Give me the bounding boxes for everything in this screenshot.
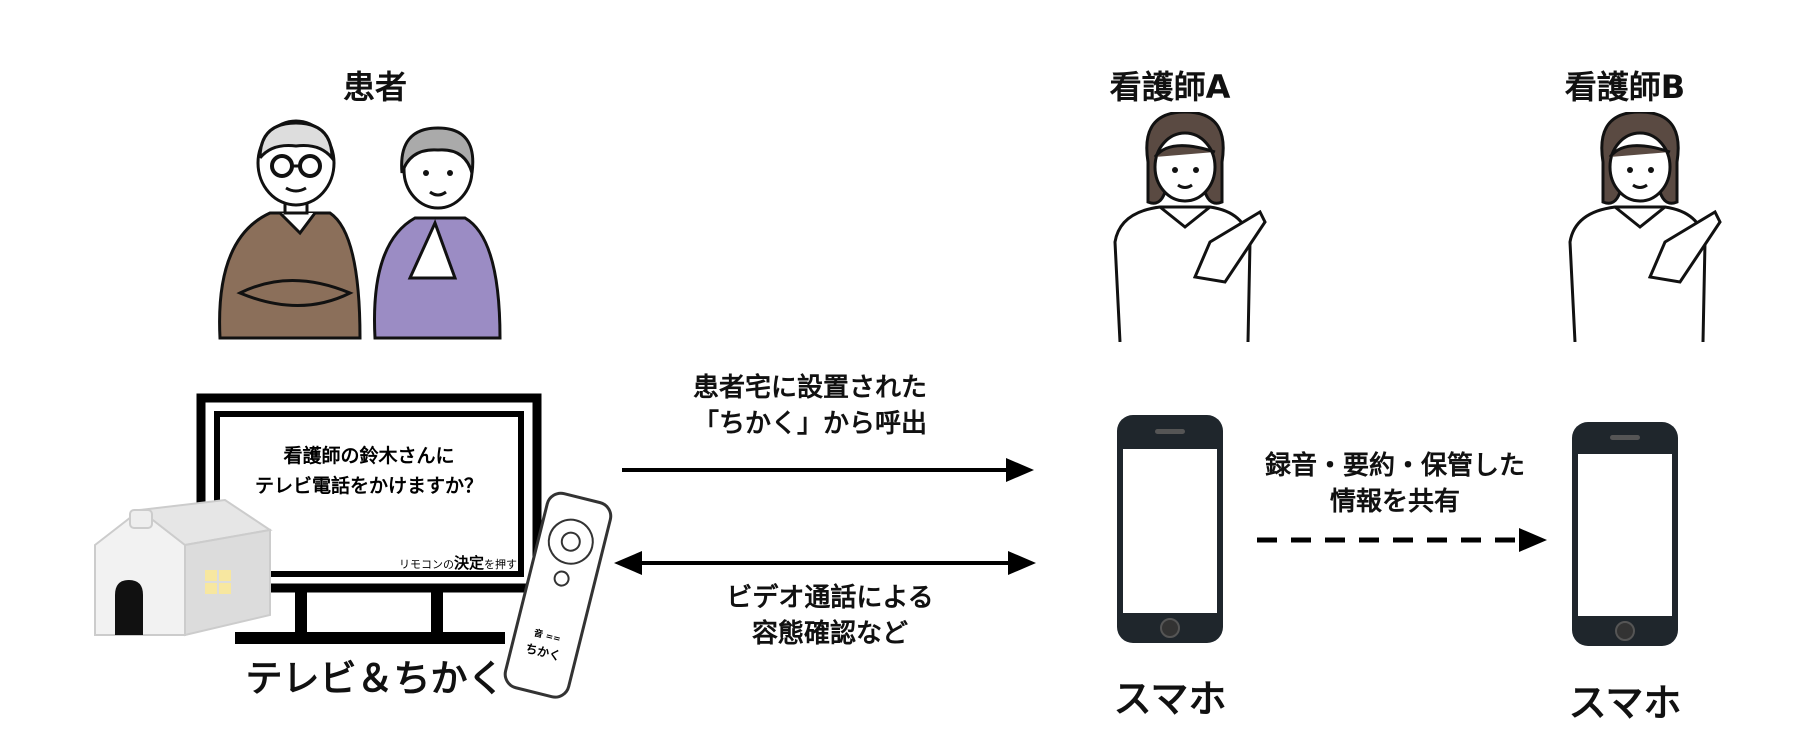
nurse-b-heading: 看護師B: [1564, 68, 1686, 106]
nurse-a-illustration: [1113, 112, 1267, 342]
video-arrow: [614, 551, 1036, 575]
share-arrow: [1257, 528, 1547, 552]
nurse-a-heading: 看護師A: [1109, 68, 1231, 106]
tv-screen-line1: 看護師の鈴木さんに: [282, 444, 454, 467]
nurse-icon: [1113, 112, 1267, 342]
video-caption: ビデオ通話による 容態確認など: [726, 583, 934, 649]
remote-control: 音 == ちかく: [503, 491, 613, 699]
patient-heading: 患者: [342, 68, 407, 106]
tv-chikaku-label: テレビ＆ちかく: [245, 657, 505, 700]
smartphone-a: [1117, 415, 1223, 643]
call-arrow: [622, 458, 1034, 482]
nurse-icon: [1568, 112, 1722, 342]
patients-illustration: [218, 119, 502, 340]
tv-screen-line2: テレビ電話をかけますか？: [255, 474, 483, 497]
share-caption: 録音・要約・保管した 情報を共有: [1264, 451, 1525, 517]
elderly-man-icon: [218, 119, 362, 340]
tv-remote-hint: リモコンの決定を押す: [399, 554, 517, 572]
phone-b-label: スマホ: [1568, 681, 1682, 725]
phone-a-label: スマホ: [1113, 677, 1227, 721]
nurse-b-illustration: [1568, 112, 1722, 342]
house-icon: [94, 498, 273, 637]
elderly-woman-icon: [373, 126, 502, 340]
call-caption: 患者宅に設置された 「ちかく」から呼出: [692, 373, 927, 439]
chikaku-device: [94, 498, 273, 637]
smartphone-b: [1572, 422, 1678, 646]
